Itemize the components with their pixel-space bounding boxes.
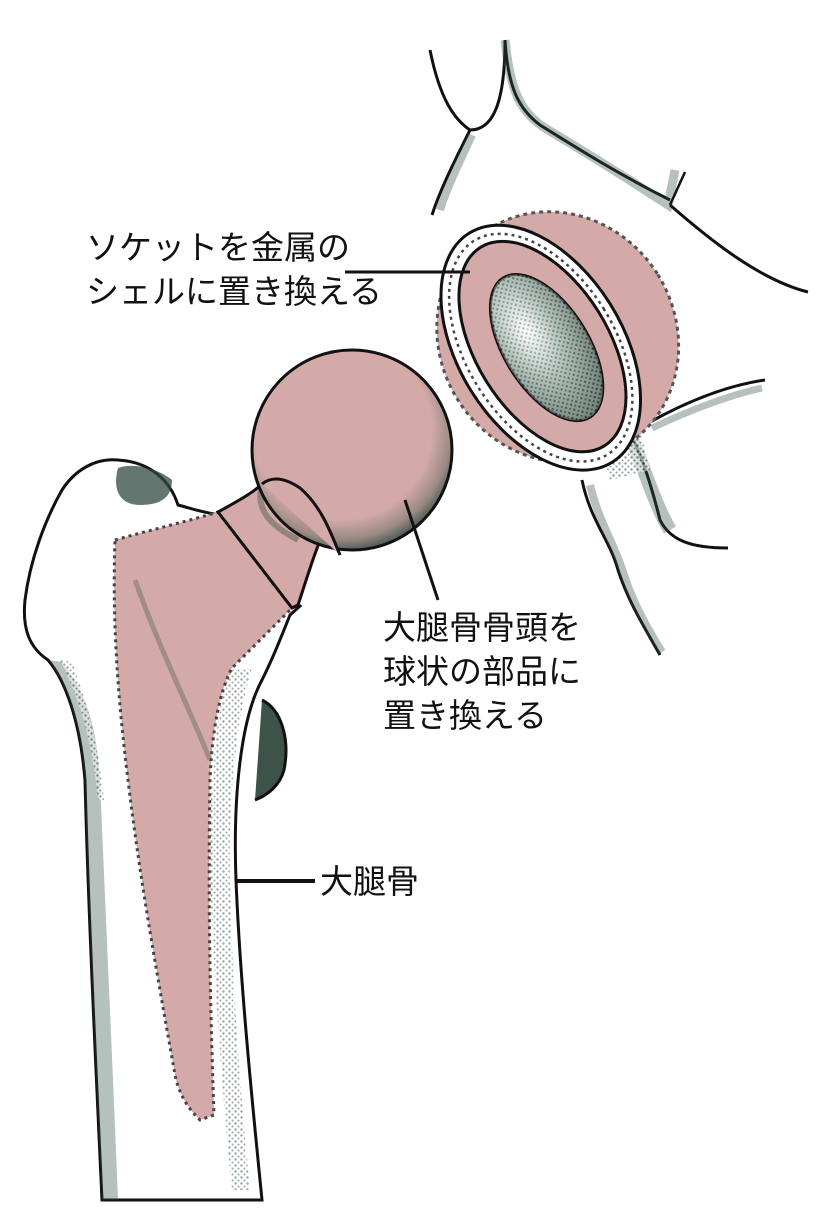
socket-label: ソケットを金属の シェルに置き換える [86, 226, 382, 314]
femoral-head-ball [250, 348, 454, 556]
femoral-head-label-line2: 球状の部品に [383, 652, 581, 691]
acetabular-shell [435, 210, 681, 472]
femoral-head-label: 大腿骨骨頭を 球状の部品に 置き換える [383, 606, 581, 738]
femoral-head-label-line1: 大腿骨骨頭を [383, 608, 581, 647]
femur-label: 大腿骨 [320, 860, 419, 904]
socket-label-line2: シェルに置き換える [86, 272, 383, 311]
femoral-head-label-line3: 置き換える [383, 696, 548, 735]
socket-label-line1: ソケットを金属の [86, 228, 350, 267]
femoral-head-leader-line [403, 499, 440, 601]
femur-label-text: 大腿骨 [320, 862, 419, 901]
